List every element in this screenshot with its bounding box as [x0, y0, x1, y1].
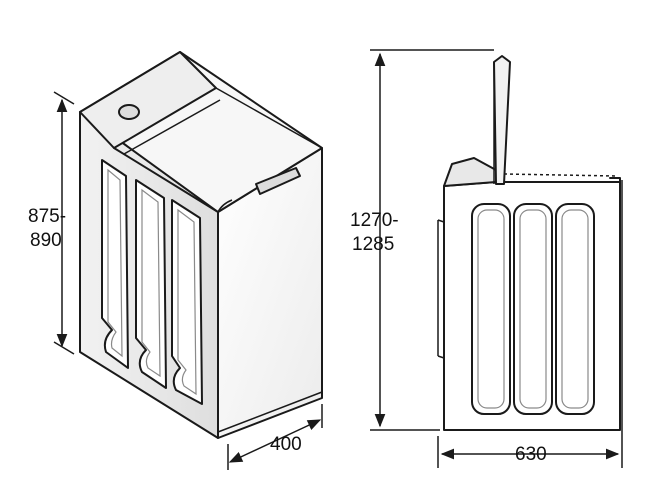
side-view-panel-2: [513, 203, 553, 415]
washer-side-view: [437, 55, 621, 431]
height-label-line2: 890: [30, 230, 62, 251]
lid-handle-icon: [255, 167, 301, 195]
side-panel-1: [101, 159, 129, 369]
height-open-label-line1: 1270-: [350, 210, 399, 231]
dimension-height: 875- 890: [28, 91, 75, 355]
side-view-console: [443, 157, 497, 187]
open-lid: [493, 55, 511, 185]
dimension-width: 400: [227, 404, 323, 470]
dimension-height-open: 1270- 1285: [350, 49, 494, 431]
side-view-panel-3: [555, 203, 595, 415]
side-panel-2: [135, 179, 167, 389]
washer-isometric: [79, 51, 323, 439]
knob-icon: [118, 104, 140, 120]
depth-label: 630: [515, 444, 547, 465]
side-view-panel-1: [471, 203, 511, 415]
height-label-line1: 875-: [28, 206, 66, 227]
height-open-label-line2: 1285: [352, 234, 394, 255]
width-label: 400: [270, 434, 302, 455]
side-panel-3: [171, 199, 203, 405]
dimension-depth: 630: [437, 180, 623, 468]
